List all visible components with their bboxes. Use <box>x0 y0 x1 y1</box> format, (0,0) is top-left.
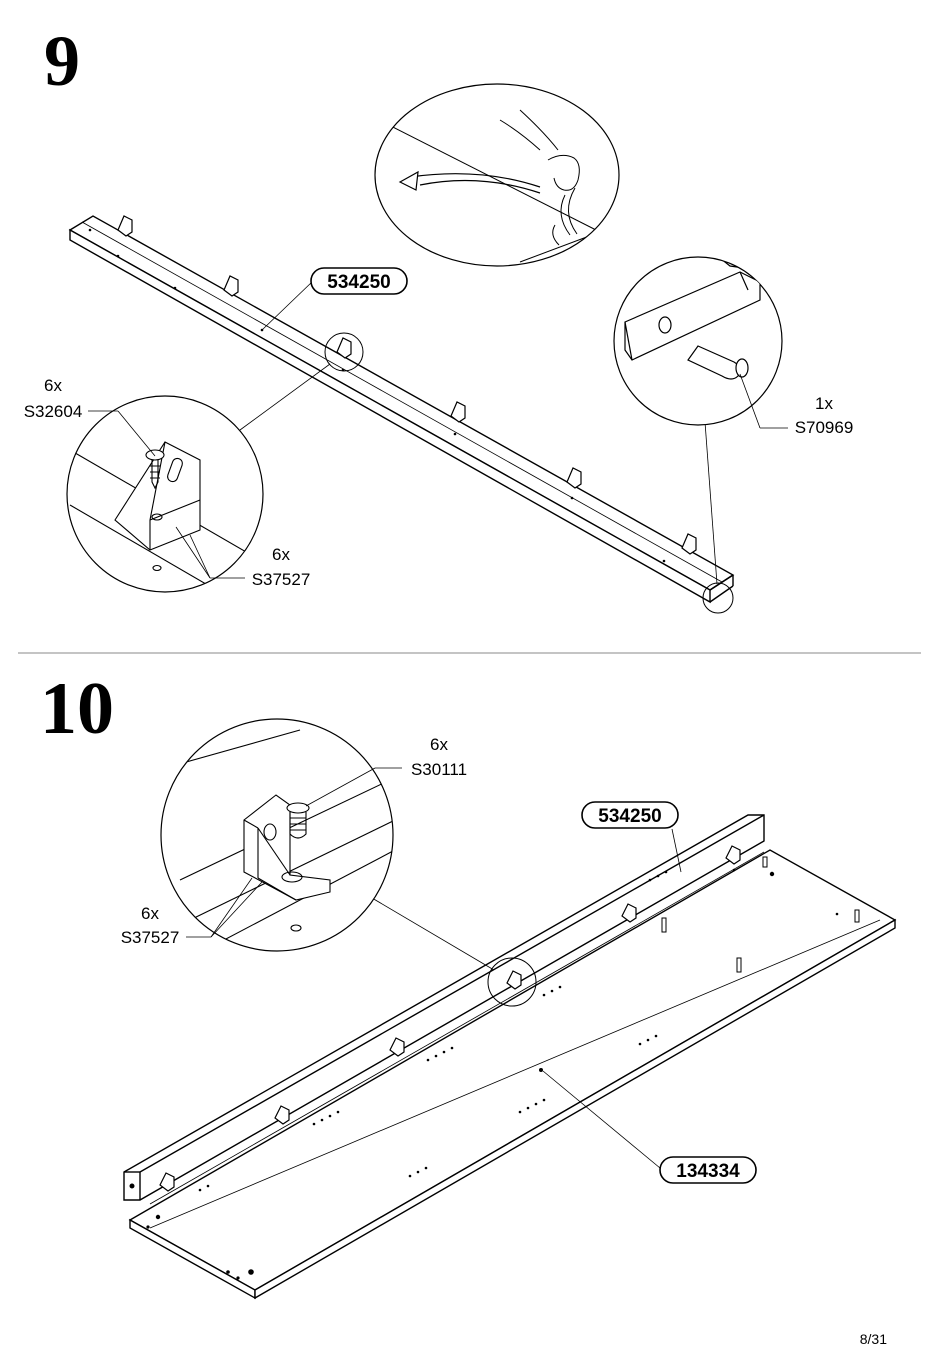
step10-panel <box>128 849 897 1300</box>
step9-leaders <box>239 280 718 585</box>
peel-arrow-icon <box>398 170 419 191</box>
step9-number: 9 <box>44 21 80 101</box>
step10-detail-marker <box>487 957 537 1007</box>
step9-dowel-marker <box>702 582 734 614</box>
step9-part-label: 534250 <box>310 267 408 295</box>
step9-callout-leaders <box>88 373 788 579</box>
step10-bracket-qty: 6x <box>141 904 159 923</box>
step9-bracket-detail <box>66 395 264 593</box>
step10-screw-code: S30111 <box>411 760 467 779</box>
step10-rail-label: 534250 <box>581 801 679 829</box>
step10-mounted-brackets <box>159 845 741 1192</box>
step10-leaders <box>371 828 682 1169</box>
step10-screw-qty: 6x <box>430 735 448 754</box>
step9-dowel-code: S70969 <box>795 418 854 437</box>
step10-number: 10 <box>40 668 114 750</box>
step10-bracket-detail <box>160 718 394 952</box>
step10-panel-label: 134334 <box>659 1156 757 1184</box>
step9-dowel-qty: 1x <box>815 394 833 413</box>
step10-rail-id: 534250 <box>598 806 661 827</box>
step10-screws <box>661 856 860 973</box>
step9-part-id: 534250 <box>327 272 390 293</box>
step9-bracket-qty: 6x <box>272 545 290 564</box>
step10-callout-leaders <box>186 767 402 938</box>
step10-rail <box>123 814 765 1205</box>
step9-mounted-brackets <box>117 215 697 555</box>
step9-screw-code: S32604 <box>24 402 83 421</box>
step10-panel-id: 134334 <box>676 1161 740 1182</box>
step10-bracket-code: S37527 <box>121 928 180 947</box>
page-number: 8/31 <box>860 1331 887 1347</box>
step9-bracket-code: S37527 <box>252 570 311 589</box>
film-peel-detail <box>374 83 620 267</box>
step9-rail-holes <box>88 228 666 563</box>
step10-panel-holes <box>146 868 839 1280</box>
dowel-detail <box>613 256 783 426</box>
step9-rail <box>68 215 735 604</box>
step9-screw-qty: 6x <box>44 376 62 395</box>
step9-detail-marker <box>324 332 364 372</box>
